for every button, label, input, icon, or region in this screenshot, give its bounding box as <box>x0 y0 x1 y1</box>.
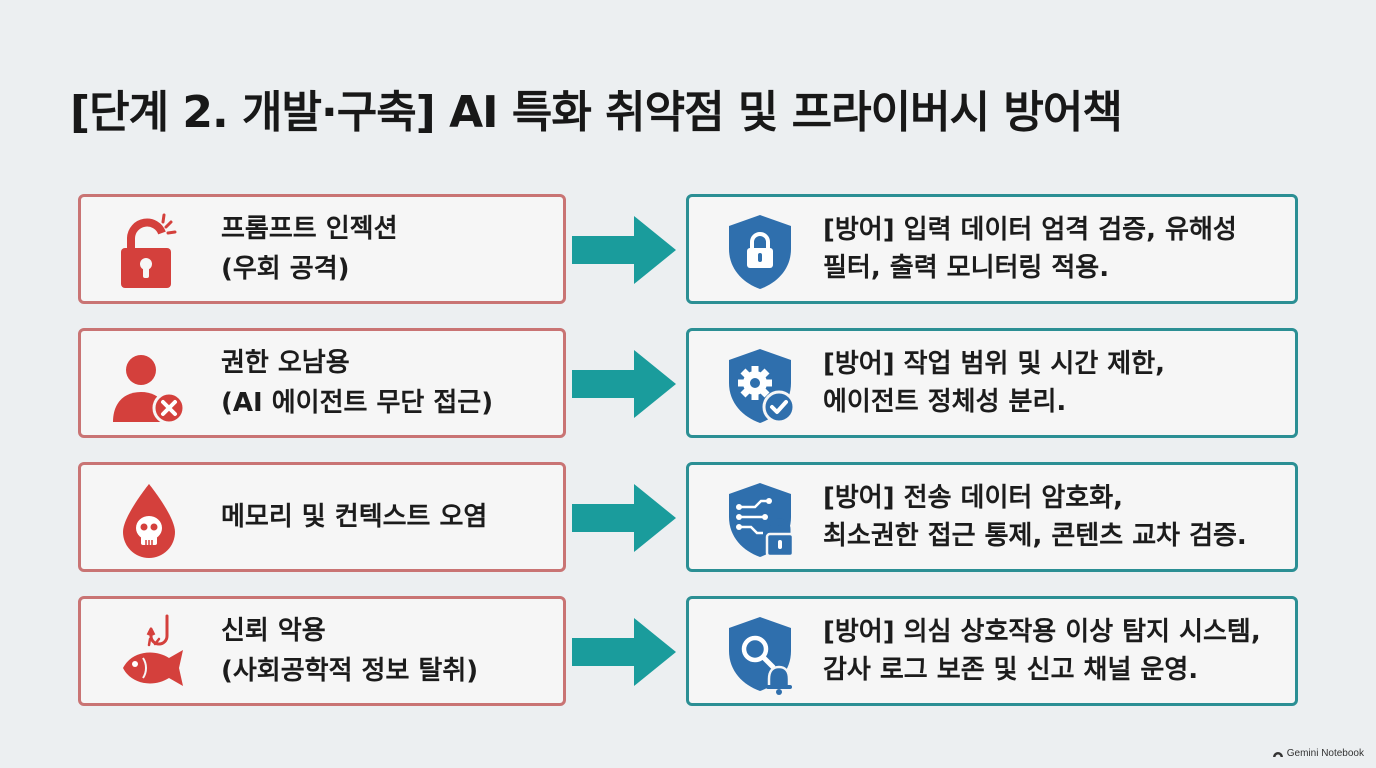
threat-card: 메모리 및 컨텍스트 오염 <box>78 462 566 572</box>
threat-line: (AI 에이전트 무단 접근) <box>221 388 494 418</box>
shield-lock-icon <box>729 215 791 289</box>
threat-line: 프롬프트 인젝션 <box>221 214 398 244</box>
watermark: Gemini Notebook <box>1272 748 1364 759</box>
defense-line: [방어] 입력 데이터 엄격 검증, 유해성 <box>823 215 1237 245</box>
defense-line: 감사 로그 보존 및 신고 채널 운영. <box>823 655 1199 685</box>
threat-line: 신뢰 악용 <box>221 616 326 646</box>
threat-card: 신뢰 악용 (사회공학적 정보 탈취) <box>78 596 566 706</box>
defense-card: [방어] 작업 범위 및 시간 제한, 에이전트 정체성 분리. <box>686 328 1298 438</box>
defense-text: [방어] 입력 데이터 엄격 검증, 유해성 필터, 출력 모니터링 적용. <box>823 197 1293 301</box>
defense-line: [방어] 전송 데이터 암호화, <box>823 483 1123 513</box>
row-prompt-injection: 프롬프트 인젝션 (우회 공격) [방어] 입력 데이터 엄격 검증, 유해성 … <box>0 194 1376 310</box>
notebook-logo-icon <box>1272 752 1283 757</box>
poison-drop-skull-icon <box>123 484 175 558</box>
defense-text: [방어] 전송 데이터 암호화, 최소권한 접근 통제, 콘텐츠 교차 검증. <box>823 465 1293 569</box>
shield-search-bell-icon <box>729 617 792 695</box>
threat-text: 프롬프트 인젝션 (우회 공격) <box>221 197 551 301</box>
right-arrow-icon <box>572 216 676 284</box>
defense-line: 에이전트 정체성 분리. <box>823 387 1067 417</box>
row-trust-exploitation: 신뢰 악용 (사회공학적 정보 탈취) [방어] 의심 상호작용 이상 탐지 시… <box>0 596 1376 712</box>
page-title: [단계 2. 개발·구축] AI 특화 취약점 및 프라이버시 방어책 <box>70 87 1123 138</box>
unlocked-padlock-icon <box>121 213 177 288</box>
defense-card: [방어] 전송 데이터 암호화, 최소권한 접근 통제, 콘텐츠 교차 검증. <box>686 462 1298 572</box>
phishing-hook-fish-icon <box>123 614 183 686</box>
user-denied-icon <box>113 355 186 425</box>
watermark-text: Gemini Notebook <box>1286 748 1364 759</box>
threat-line: 메모리 및 컨텍스트 오염 <box>221 502 488 532</box>
shield-circuit-lock-icon <box>729 483 795 558</box>
defense-card: [방어] 의심 상호작용 이상 탐지 시스템, 감사 로그 보존 및 신고 채널… <box>686 596 1298 706</box>
threat-text: 권한 오남용 (AI 에이전트 무단 접근) <box>221 331 551 435</box>
shield-gear-check-icon <box>729 349 796 424</box>
threat-line: (우회 공격) <box>221 254 350 284</box>
defense-line: [방어] 작업 범위 및 시간 제한, <box>823 349 1166 379</box>
defense-line: 최소권한 접근 통제, 콘텐츠 교차 검증. <box>823 521 1247 551</box>
right-arrow-icon <box>572 350 676 418</box>
defense-text: [방어] 의심 상호작용 이상 탐지 시스템, 감사 로그 보존 및 신고 채널… <box>823 599 1293 703</box>
defense-line: 필터, 출력 모니터링 적용. <box>823 253 1110 283</box>
defense-text: [방어] 작업 범위 및 시간 제한, 에이전트 정체성 분리. <box>823 331 1293 435</box>
threat-text: 신뢰 악용 (사회공학적 정보 탈취) <box>221 599 551 703</box>
threat-line: (사회공학적 정보 탈취) <box>221 656 479 686</box>
right-arrow-icon <box>572 618 676 686</box>
threat-line: 권한 오남용 <box>221 348 350 378</box>
threat-card: 권한 오남용 (AI 에이전트 무단 접근) <box>78 328 566 438</box>
row-memory-poisoning: 메모리 및 컨텍스트 오염 [방어] 전송 데이터 암호화, 최소권 <box>0 462 1376 578</box>
row-privilege-abuse: 권한 오남용 (AI 에이전트 무단 접근) <box>0 328 1376 444</box>
threat-card: 프롬프트 인젝션 (우회 공격) <box>78 194 566 304</box>
defense-line: [방어] 의심 상호작용 이상 탐지 시스템, <box>823 617 1261 647</box>
right-arrow-icon <box>572 484 676 552</box>
threat-text: 메모리 및 컨텍스트 오염 <box>221 465 551 569</box>
defense-card: [방어] 입력 데이터 엄격 검증, 유해성 필터, 출력 모니터링 적용. <box>686 194 1298 304</box>
